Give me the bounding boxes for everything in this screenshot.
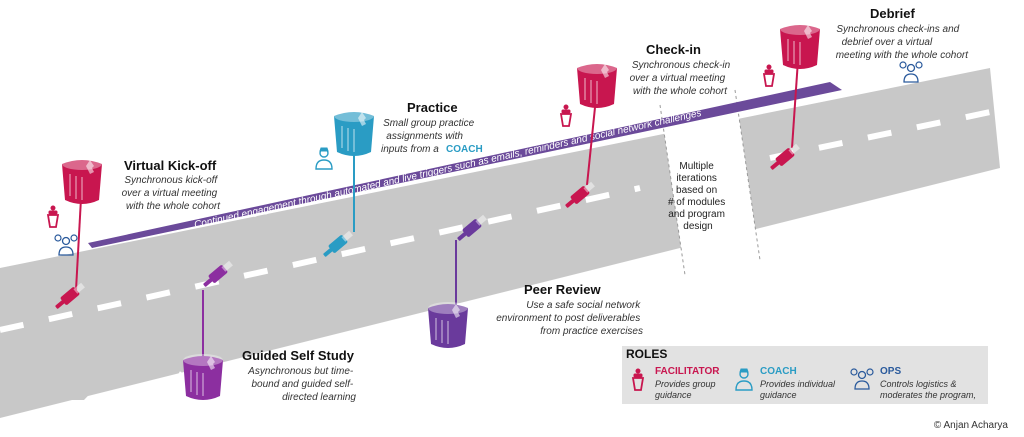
svg-text:Use a safe social network: Use a safe social network environment to… xyxy=(496,300,643,337)
svg-text:Synchronous check-ins and: Synchronous check-ins and debrief over a… xyxy=(836,24,970,61)
practice-title: Practice xyxy=(407,100,458,115)
debrief-desc-2: debrief over a virtual xyxy=(842,37,933,48)
facilitator-podium-icon xyxy=(560,104,572,127)
practice-desc-3: inputs from a xyxy=(381,144,439,155)
ops-gear-person-icon xyxy=(899,61,923,83)
self-study-desc-3: directed learning xyxy=(282,392,356,403)
road xyxy=(0,68,1001,418)
coach-person-icon xyxy=(315,147,333,170)
practice-desc-1: Small group practice xyxy=(383,118,475,129)
debrief-desc-3: meeting with the whole cohort xyxy=(836,50,970,61)
paint-bucket-icon xyxy=(773,21,822,71)
peer-review-desc-3: from practice exercises xyxy=(540,326,643,337)
checkin-desc-2: over a virtual meeting xyxy=(630,73,726,84)
kickoff-title: Virtual Kick-off xyxy=(124,158,217,173)
iter-line-2: iterations xyxy=(676,173,717,184)
svg-text:Synchronous kick-off ove: Synchronous kick-off over a virtual meet… xyxy=(122,175,222,212)
roles-legend: ROLES FACILITATOR Provides group guidanc… xyxy=(622,346,988,404)
role-coach-desc-1: Provides individual xyxy=(760,379,836,389)
role-coach-desc-2: guidance xyxy=(760,390,797,400)
kickoff-desc-1: Synchronous kick-off xyxy=(124,175,218,186)
role-facilitator-name: FACILITATOR xyxy=(655,366,720,377)
checkin-desc-1: Synchronous check-in xyxy=(632,60,731,71)
checkin-title: Check-in xyxy=(646,42,701,57)
svg-text:Multiple iterations: Multiple iterations based on # of module… xyxy=(668,161,728,232)
facilitator-podium-icon xyxy=(763,64,775,87)
role-coach-name: COACH xyxy=(760,366,797,377)
role-facilitator: FACILITATOR Provides group guidance xyxy=(632,366,720,400)
roles-title: ROLES xyxy=(626,347,667,361)
svg-text:Provides group guidanc: Provides group guidance xyxy=(655,379,718,400)
svg-text:Provides individual gu: Provides individual guidance xyxy=(760,379,838,400)
practice-coach-word: COACH xyxy=(446,144,483,155)
checkin-desc-3: with the whole cohort xyxy=(633,86,728,97)
peer-review-desc-2: environment to post deliverables xyxy=(496,313,640,324)
kickoff-desc-3: with the whole cohort xyxy=(126,201,221,212)
role-facilitator-desc-1: Provides group xyxy=(655,379,716,389)
chevron-icon xyxy=(68,362,102,400)
stage-peer-review: Peer Review Use a safe social network en… xyxy=(421,213,643,350)
stage-checkin: Check-in Synchronous check-in over a vir… xyxy=(560,42,733,211)
iter-line-4: # of modules xyxy=(668,197,725,208)
facilitator-podium-icon xyxy=(47,205,59,228)
peer-review-title: Peer Review xyxy=(524,282,601,297)
paint-bucket-icon xyxy=(176,352,225,402)
iter-line-6: design xyxy=(683,221,712,232)
paint-bucket-icon xyxy=(570,60,619,110)
iterations-note: Multiple iterations based on # of module… xyxy=(668,161,728,232)
iter-line-5: and program xyxy=(668,209,725,220)
role-ops-desc-1: Controls logistics & xyxy=(880,379,957,389)
svg-text:Small group practice ass: Small group practice assignments with xyxy=(383,118,477,142)
stage-self-study: Guided Self Study Asynchronous but time-… xyxy=(176,259,356,403)
iter-line-1: Multiple xyxy=(679,161,714,172)
svg-text:Asynchronous but time- b: Asynchronous but time- bound and guided … xyxy=(247,366,356,403)
role-coach: COACH Provides individual guidance xyxy=(735,366,838,400)
kickoff-desc-2: over a virtual meeting xyxy=(122,188,218,199)
self-study-desc-2: bound and guided self- xyxy=(251,379,353,390)
lane-markings xyxy=(0,107,1001,333)
iter-line-3: based on xyxy=(676,185,717,196)
svg-text:Controls logistics & m: Controls logistics & moderates the progr… xyxy=(880,379,976,400)
ops-gear-person-icon xyxy=(54,234,78,256)
stage-practice: Practice Small group practice assignment… xyxy=(315,100,483,260)
peer-review-desc-1: Use a safe social network xyxy=(526,300,641,311)
role-ops-name: OPS xyxy=(880,366,901,377)
debrief-desc-1: Synchronous check-ins and xyxy=(836,24,959,35)
role-facilitator-desc-2: guidance xyxy=(655,390,692,400)
paint-bucket-icon xyxy=(327,108,376,158)
stage-kickoff: Virtual Kick-off Synchronous kick-off ov… xyxy=(47,156,222,312)
self-study-desc-1: Asynchronous but time- xyxy=(247,366,354,377)
self-study-title: Guided Self Study xyxy=(242,348,355,363)
credit: © Anjan Acharya xyxy=(934,420,1009,431)
paint-bucket-icon xyxy=(421,300,470,350)
role-ops-desc-2: moderates the program, xyxy=(880,390,976,400)
role-ops: OPS Controls logistics & moderates the p… xyxy=(850,366,976,400)
debrief-title: Debrief xyxy=(870,6,915,21)
practice-desc-2: assignments with xyxy=(386,131,463,142)
stage-debrief: Debrief Synchronous check-ins and debrie… xyxy=(763,6,970,173)
paint-bucket-icon xyxy=(55,156,104,206)
svg-text:Synchronous check-in ove: Synchronous check-in over a virtual meet… xyxy=(630,60,733,97)
